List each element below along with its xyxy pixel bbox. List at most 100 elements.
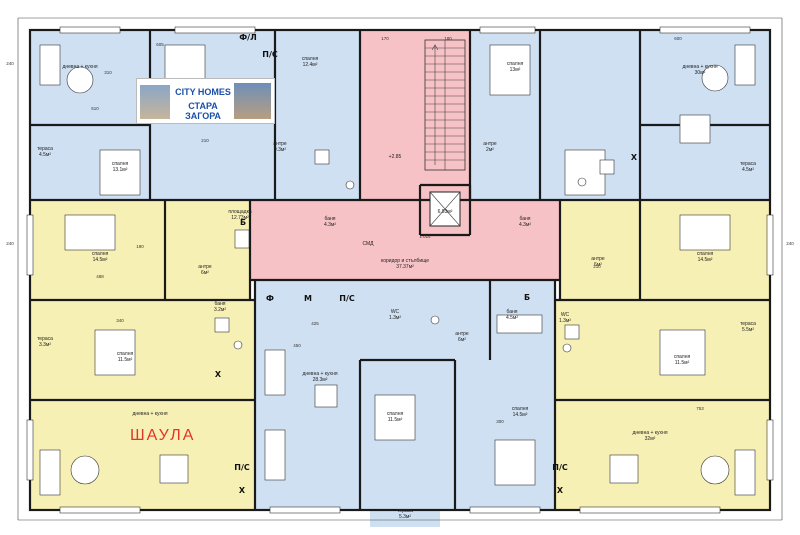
room-label-text: тераса: [740, 161, 756, 167]
bathtub: [496, 314, 543, 334]
sofa: [734, 449, 756, 496]
washbasin: [599, 159, 615, 175]
dimension: 450: [293, 343, 301, 348]
room-label-text: 12.4м²: [303, 62, 318, 68]
window: [174, 26, 256, 34]
bed: [659, 329, 706, 376]
zone-bottom-left: [30, 300, 255, 510]
bed: [564, 149, 606, 196]
washbasin: [564, 324, 580, 340]
bed: [679, 214, 731, 251]
dimension: 600: [674, 36, 682, 41]
sofa: [264, 349, 286, 396]
ps-mark: П/С: [339, 294, 355, 303]
room-label-text: 3.2м²: [214, 307, 226, 313]
room-label-text: спалня: [674, 354, 691, 360]
bathtub: [234, 229, 250, 249]
room-label-text: спалня: [512, 406, 529, 412]
window: [26, 214, 34, 276]
rug: [66, 66, 94, 94]
room-label-text: баня: [215, 301, 226, 307]
brand-logo: CITY HOMES СТАРА ЗАГОРА: [136, 78, 275, 124]
level-mark: +2.85: [389, 154, 402, 160]
dimension: 240: [6, 241, 14, 246]
x-mark: Х: [631, 153, 638, 162]
room-label-text: WC: [391, 309, 400, 315]
bed: [494, 439, 536, 486]
room-label-text: WC: [561, 312, 570, 318]
room-label-text: 5.3м²: [399, 514, 411, 520]
ps-mark: П/С: [262, 50, 278, 59]
room-label-text: 11.5м²: [675, 360, 690, 366]
sofa: [39, 449, 61, 496]
room-label-text: антре: [483, 141, 497, 147]
brand-line-1: CITY HOMES: [175, 87, 231, 97]
dining-table: [679, 114, 711, 144]
room-label-text: 14.5м²: [513, 412, 528, 418]
room-label-text: спалня: [302, 56, 319, 62]
room-label: дневна + кухня: [62, 64, 97, 70]
room-label-text: 11.5м²: [388, 417, 403, 423]
bath-fixtures: [214, 149, 615, 353]
x-mark: Х: [557, 486, 564, 495]
room-label-text: площадка: [228, 209, 252, 215]
ps-mark: П/С: [552, 463, 568, 472]
marks: +2.85 СМД Ф/Л П/С Ф М П/С Х Х Б Б П/С П/…: [215, 33, 638, 495]
sofa: [39, 44, 61, 86]
toilet: [562, 343, 572, 353]
room-label-text: спалня: [507, 61, 524, 67]
room-label-text: 4.3м²: [324, 222, 336, 228]
stair-arrow: [431, 43, 439, 165]
toilet: [233, 340, 243, 350]
window: [579, 506, 721, 514]
room-label-text: спалня: [112, 161, 129, 167]
rug: [701, 64, 729, 92]
b-mark: Б: [524, 293, 530, 302]
building-photo-right: [234, 83, 271, 119]
staircase: [424, 39, 466, 171]
dimension: 510: [91, 106, 99, 111]
bed: [99, 149, 141, 196]
dimension: 180: [444, 36, 452, 41]
window: [59, 26, 121, 34]
room-label-text: спалня: [92, 251, 109, 257]
room-label-text: дневна + кухня: [682, 64, 717, 70]
room-label-text: 6м²: [594, 262, 602, 268]
furniture-living: [39, 44, 756, 496]
room-label-text: тераса: [740, 321, 756, 327]
room-label-text: баня: [507, 309, 518, 315]
dining-table: [314, 384, 338, 408]
dimension: 300: [496, 419, 504, 424]
room-label-text: тераса: [37, 336, 53, 342]
room-label-text: тераса: [37, 146, 53, 152]
dimension: 605: [156, 42, 164, 47]
ps-mark: П/С: [234, 463, 250, 472]
window: [766, 214, 774, 276]
dimension: 240: [6, 61, 14, 66]
dimension: 210: [593, 264, 601, 269]
room-label-text: тераса: [397, 508, 413, 514]
room-label: 6.93м²: [438, 209, 453, 215]
room-label-text: 37.37м²: [396, 264, 414, 270]
building-photo-left: [140, 85, 170, 119]
f-mark: Ф: [266, 294, 274, 303]
